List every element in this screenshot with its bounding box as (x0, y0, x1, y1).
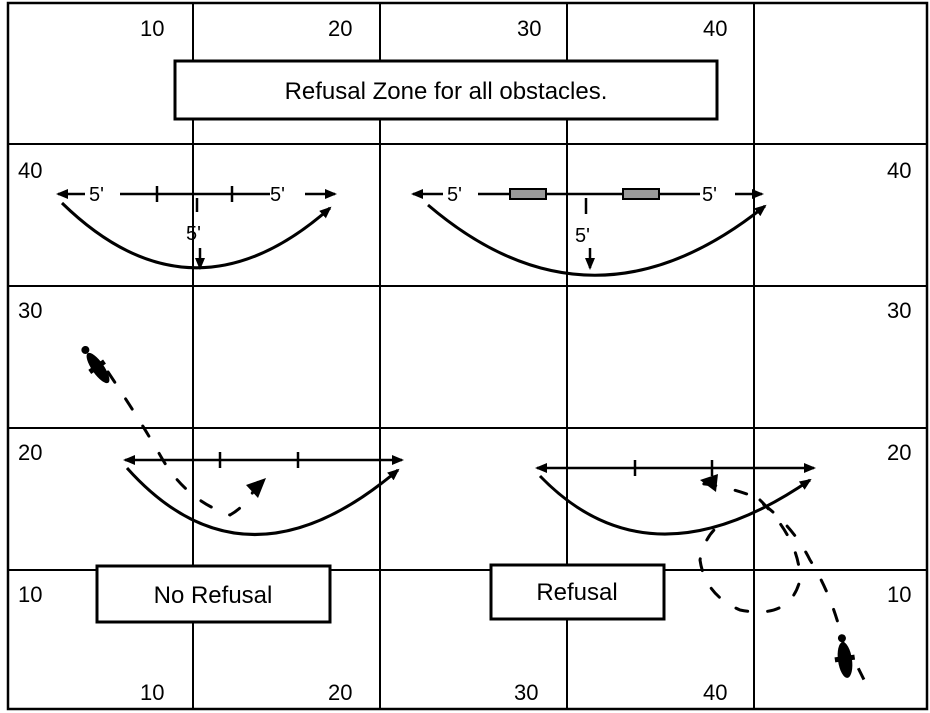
grid-label-right: 10 (887, 582, 911, 607)
refusal-zone-oxer: 5' 5' 5' (411, 184, 767, 277)
refusal-arc (538, 474, 812, 536)
dimension-label: 5' (702, 184, 717, 206)
horse-track (698, 498, 802, 614)
grid-label-left: 10 (18, 582, 42, 607)
refusal-arc (427, 203, 767, 277)
grid-label-top: 20 (328, 16, 352, 41)
grid-labels: 10 20 30 40 10 20 30 40 40 30 20 10 40 3… (18, 16, 911, 705)
refusal-label-box (489, 563, 666, 621)
grid-label-left: 40 (18, 158, 42, 183)
grid-label-bottom: 10 (140, 680, 164, 705)
oxer-rail (509, 188, 547, 200)
refusal-label: Refusal (536, 579, 617, 606)
title-box: Refusal Zone for all obstacles. (173, 59, 719, 121)
refusal-zone-vertical: 5' 5' 5' (56, 184, 337, 270)
grid-label-bottom: 30 (514, 680, 538, 705)
arena-border (6, 1, 929, 711)
grid-label-bottom: 40 (703, 680, 727, 705)
refusal-arc (60, 201, 332, 270)
grid-label-top: 30 (517, 16, 541, 41)
refusal-arc (125, 466, 400, 536)
horse-track (688, 482, 847, 654)
grid-label-top: 40 (703, 16, 727, 41)
dimension-label: 5' (89, 184, 104, 206)
grid-label-top: 10 (140, 16, 164, 41)
horse-track (106, 370, 260, 517)
no-refusal-label-box (95, 564, 332, 624)
track-arrowhead (246, 478, 266, 498)
horse-rider-icon (834, 634, 866, 681)
refusal-example: Refusal (489, 460, 866, 681)
grid-label-right: 30 (887, 298, 911, 323)
no-refusal-label: No Refusal (154, 582, 273, 609)
grid-label-bottom: 20 (328, 680, 352, 705)
grid-label-left: 20 (18, 440, 42, 465)
grid-label-left: 30 (18, 298, 42, 323)
dimension-label: 5' (186, 223, 201, 245)
dimension-label: 5' (270, 184, 285, 206)
dimension-label: 5' (447, 184, 462, 206)
oxer-rail (622, 188, 660, 200)
grid-label-right: 20 (887, 440, 911, 465)
dimension-label: 5' (575, 225, 590, 247)
diagram-title: Refusal Zone for all obstacles. (285, 78, 608, 105)
horse-rider-icon (81, 345, 110, 384)
track-arrowhead (700, 474, 718, 492)
no-refusal-example: No Refusal (81, 345, 404, 624)
grid-label-right: 40 (887, 158, 911, 183)
